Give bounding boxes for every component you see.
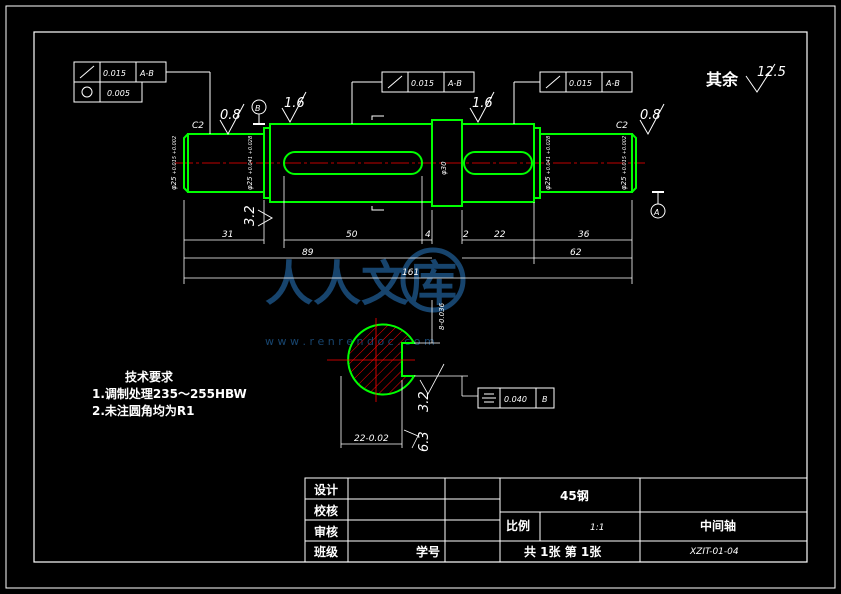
- key-symmetry-datum: B: [542, 395, 548, 404]
- datum-a-label: A: [653, 208, 659, 217]
- tb-review: 审核: [314, 524, 338, 539]
- roughness-r63-section: 6.3: [417, 431, 432, 452]
- left-chamfer: [183, 133, 189, 193]
- datum-b-label: B: [255, 104, 261, 113]
- tb-design: 设计: [314, 482, 338, 497]
- section-cut-top: [371, 115, 384, 120]
- dim-4: 4: [425, 230, 431, 240]
- outer-frame: [5, 5, 836, 589]
- general-roughness: 其余 12.5: [706, 63, 786, 93]
- right-runout-value: 0.015: [569, 79, 592, 88]
- left-cylindricity-value: 0.005: [107, 89, 130, 98]
- roughness-r16-left: 1.6: [284, 96, 305, 111]
- section-cut-bottom: [371, 206, 384, 211]
- tech-requirement-2: 2.未注圆角均为R1: [92, 403, 195, 418]
- dim-89: 89: [302, 248, 314, 258]
- general-roughness-value: 12.5: [757, 65, 786, 80]
- watermark-logo: [400, 247, 466, 313]
- roughness-r08-left: 0.8: [220, 108, 241, 123]
- chamfer-right: C2: [616, 121, 628, 131]
- dim-161: 161: [402, 268, 419, 278]
- key-depth-dim: 22-0.02: [354, 434, 389, 444]
- diameter-5: φ25+0.015 +0.002: [620, 136, 628, 190]
- tb-student-no: 学号: [416, 544, 440, 559]
- roughness-r32-left: 3.2: [243, 205, 258, 226]
- tolerance-frame-left: [73, 61, 211, 134]
- left-runout-datum: A-B: [139, 69, 154, 78]
- datum-b: [251, 99, 267, 125]
- tb-check: 校核: [314, 503, 338, 518]
- diameter-2: φ25+0.041 +0.028: [246, 136, 254, 190]
- general-roughness-label: 其余: [706, 70, 739, 89]
- tech-requirements: 技术要求 1.调制处理235～255HBW 2.未注圆角均为R1: [92, 369, 247, 418]
- tb-part-name: 中间轴: [700, 518, 736, 533]
- tech-requirements-title: 技术要求: [125, 369, 174, 384]
- right-runout-datum: A-B: [605, 79, 620, 88]
- diameter-1: φ25+0.015 +0.002: [170, 136, 178, 190]
- center-runout-value: 0.015: [411, 79, 434, 88]
- center-runout-datum: A-B: [447, 79, 462, 88]
- chamfer-left: C2: [192, 121, 204, 131]
- diameter-3: φ30: [440, 161, 448, 175]
- tb-scale-label: 比例: [506, 518, 530, 533]
- section-hatch: [347, 323, 416, 396]
- dim-50: 50: [346, 230, 358, 240]
- right-chamfer: [631, 133, 637, 193]
- tb-drawing-no: XZIT-01-04: [689, 547, 739, 557]
- section-view: [327, 300, 478, 449]
- dim-62: 62: [570, 248, 582, 258]
- left-runout-value: 0.015: [103, 69, 126, 78]
- dim-2: 2: [463, 230, 469, 240]
- roughness-r08-right: 0.8: [640, 108, 661, 123]
- title-block: [304, 477, 808, 563]
- tb-sheets: 共 1张 第 1张: [524, 544, 602, 559]
- tb-material: 45钢: [560, 488, 589, 503]
- dim-36: 36: [578, 230, 590, 240]
- tolerance-frame-center: [351, 71, 475, 124]
- roughness-r32-section: 3.2: [417, 391, 432, 412]
- dimension-lines: [183, 176, 633, 284]
- watermark-text: 人人文库: [265, 256, 457, 312]
- dim-31: 31: [222, 230, 233, 240]
- tech-requirement-1: 1.调制处理235～255HBW: [92, 386, 247, 401]
- tolerance-frame-right: [513, 71, 633, 124]
- left-keyway: [283, 151, 423, 175]
- roughness-r16-right: 1.6: [472, 96, 493, 111]
- datum-a: [650, 191, 666, 219]
- key-symmetry-value: 0.040: [504, 395, 527, 404]
- diameter-4: φ25+0.041 +0.028: [544, 136, 552, 190]
- roughness-symbol: [745, 63, 776, 93]
- tb-class: 班级: [314, 544, 338, 559]
- shaft-view: φ25+0.015 +0.002 φ25+0.041 +0.028 φ30 φ2…: [170, 115, 645, 211]
- dim-22: 22: [494, 230, 506, 240]
- key-width-dim: 8-0.036: [438, 302, 446, 330]
- tolerance-frame-key: [477, 387, 555, 409]
- right-keyway: [463, 151, 533, 175]
- tb-scale-value: 1:1: [590, 523, 604, 533]
- roughness-symbols: [219, 91, 665, 227]
